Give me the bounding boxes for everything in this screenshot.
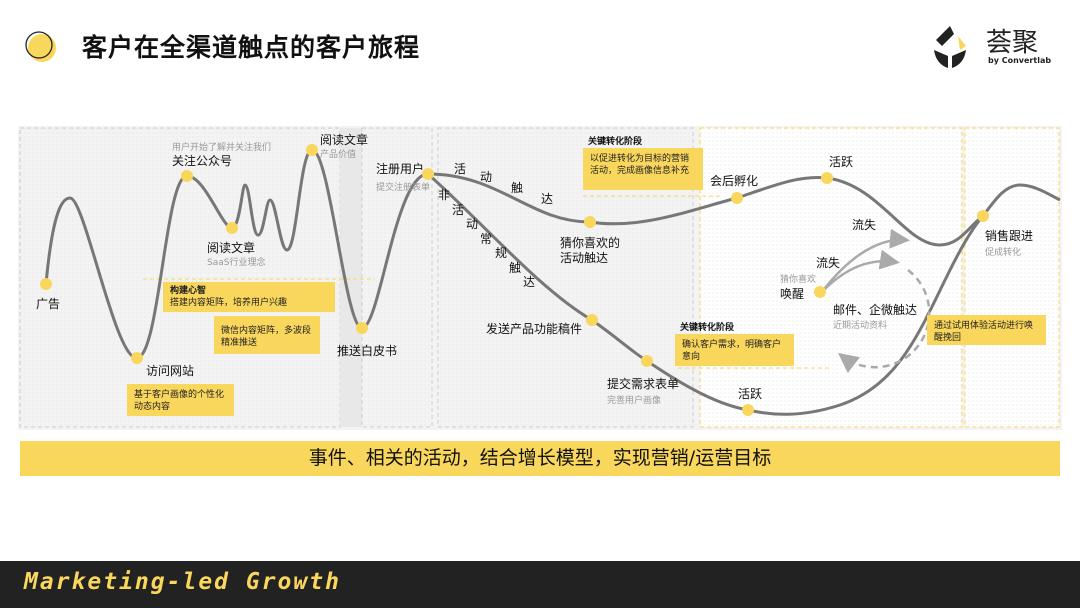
node-churn2: 流失 bbox=[816, 256, 841, 270]
note-wechat: 微信内容矩阵，多波段精准推送 bbox=[214, 316, 320, 354]
note-key2: 确认客户需求，明确客户意向 bbox=[675, 334, 794, 366]
node-ad: 广告 bbox=[36, 297, 61, 311]
node-active2: 活跃 bbox=[738, 387, 763, 401]
node-follow: 关注公众号 bbox=[172, 154, 233, 168]
note-trial: 通过试用体验活动进行唤醒挽回 bbox=[927, 315, 1046, 345]
footer: Marketing-led Growth bbox=[0, 561, 1080, 608]
node-churn1: 流失 bbox=[852, 218, 877, 232]
title-bullet-icon bbox=[24, 30, 56, 62]
journey-diagram bbox=[18, 126, 1062, 430]
logo: 荟聚 by Convertlab bbox=[930, 22, 1060, 72]
node-mail: 邮件、企微触达 bbox=[833, 303, 918, 317]
node-read1: 阅读文章 bbox=[207, 241, 256, 255]
node-active1: 活跃 bbox=[829, 155, 854, 169]
node-send: 发送产品功能稿件 bbox=[486, 322, 583, 336]
page-title: 客户在全渠道触点的客户旅程 bbox=[82, 33, 421, 62]
node-read2: 阅读文章 bbox=[320, 133, 369, 147]
node-register: 注册用户 bbox=[376, 162, 425, 176]
node-submit: 提交需求表单 bbox=[607, 377, 680, 391]
note-mind: 构建心智搭建内容矩阵，培养用户兴趣 bbox=[163, 282, 335, 312]
node-guess: 猜你喜欢的 活动触达 bbox=[560, 236, 621, 265]
node-whitepaper: 推送白皮书 bbox=[337, 344, 398, 358]
node-visit: 访问网站 bbox=[146, 364, 195, 378]
node-sales: 销售跟进 bbox=[985, 229, 1034, 243]
summary-banner: 事件、相关的活动，结合增长模型，实现营销/运营目标 bbox=[20, 441, 1060, 476]
node-wake: 唤醒 bbox=[780, 287, 805, 301]
note-persona: 基于客户画像的个性化动态内容 bbox=[127, 384, 234, 416]
panel-awareness bbox=[19, 127, 341, 428]
note-key1: 以促进转化为目标的营销活动，完成画像信息补充 bbox=[583, 148, 703, 190]
node-incubate: 会后孵化 bbox=[710, 174, 759, 188]
